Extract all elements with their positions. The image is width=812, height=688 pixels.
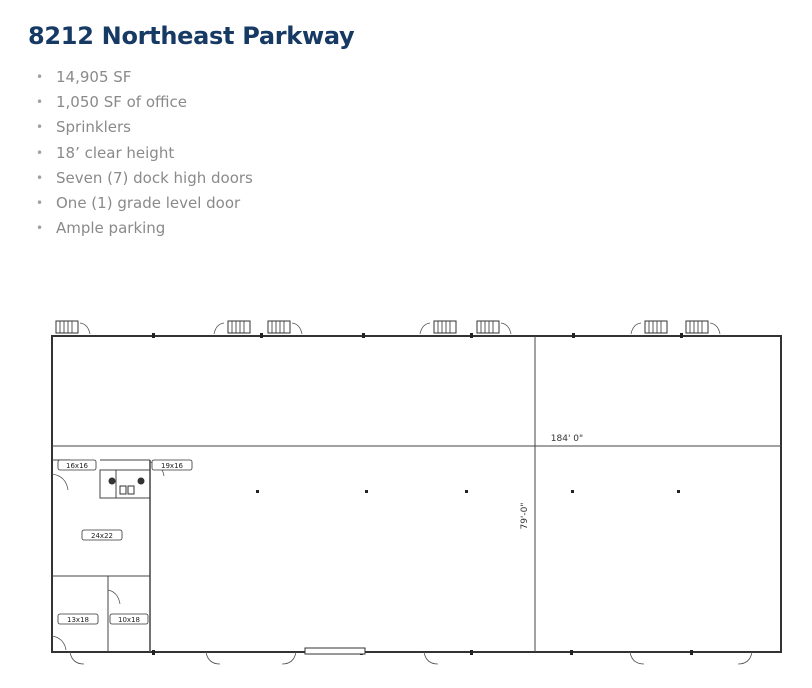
feature-item: • Ample parking: [36, 218, 253, 243]
dock-door: [55, 320, 91, 335]
room-label-tag: 24x22: [81, 529, 123, 541]
feature-text: Sprinklers: [56, 118, 131, 137]
feature-text: One (1) grade level door: [56, 193, 241, 212]
room-label: 10x18: [118, 616, 140, 624]
dock-door: [476, 320, 512, 335]
dock-door: [630, 320, 668, 335]
room-label: 16x16: [66, 462, 89, 470]
feature-text: Ample parking: [56, 219, 166, 238]
interior-walls: [52, 336, 781, 652]
room-label: 19x16: [161, 462, 184, 470]
feature-text: Seven (7) dock high doors: [56, 168, 253, 187]
feature-item: • 18’ clear height: [36, 143, 253, 168]
room-label-tag: 13x18: [57, 613, 99, 625]
feature-item: • One (1) grade level door: [36, 193, 253, 218]
room-label: 13x18: [67, 616, 89, 624]
columns: [256, 490, 680, 493]
feature-item: • Sprinklers: [36, 117, 253, 142]
window-marks: [152, 333, 693, 655]
feature-text: 1,050 SF of office: [56, 93, 188, 112]
bullet-icon: •: [36, 170, 44, 185]
width-dimension-label: 184' 0": [551, 434, 583, 444]
exterior-walls: [51, 335, 782, 653]
bullet-icon: •: [36, 145, 44, 160]
restroom-fixtures: [108, 477, 145, 495]
feature-item: • 1,050 SF of office: [36, 92, 253, 117]
grade-level-door: [304, 647, 366, 655]
page-title: 8212 Northeast Parkway: [28, 22, 355, 50]
room-label-tag: 10x18: [109, 613, 149, 625]
feature-item: • 14,905 SF: [36, 67, 253, 92]
dock-door: [419, 320, 457, 335]
room-label-tag: 16x16: [57, 459, 97, 471]
room-label-tag: 19x16: [151, 459, 193, 471]
bullet-icon: •: [36, 70, 44, 84]
feature-text: 18’ clear height: [56, 143, 175, 162]
dock-door: [685, 320, 721, 335]
man-doors: [69, 651, 753, 665]
depth-dimension-label: 79'-0": [520, 502, 530, 529]
bullet-icon: •: [36, 221, 44, 236]
floor-plan: 184' 0" 79'-0" 16x16 19x16 24x22 13x18 1…: [51, 320, 782, 665]
dock-high-doors: [55, 320, 721, 335]
feature-item: • Seven (7) dock high doors: [36, 168, 253, 193]
dock-door: [213, 320, 251, 335]
bullet-icon: •: [36, 120, 44, 135]
bullet-icon: •: [36, 95, 44, 110]
dock-door: [267, 320, 303, 335]
room-label: 24x22: [91, 532, 113, 540]
feature-list: • 14,905 SF • 1,050 SF of office • Sprinkle…: [36, 67, 253, 243]
bullet-icon: •: [36, 195, 44, 210]
feature-text: 14,905 SF: [56, 68, 132, 86]
